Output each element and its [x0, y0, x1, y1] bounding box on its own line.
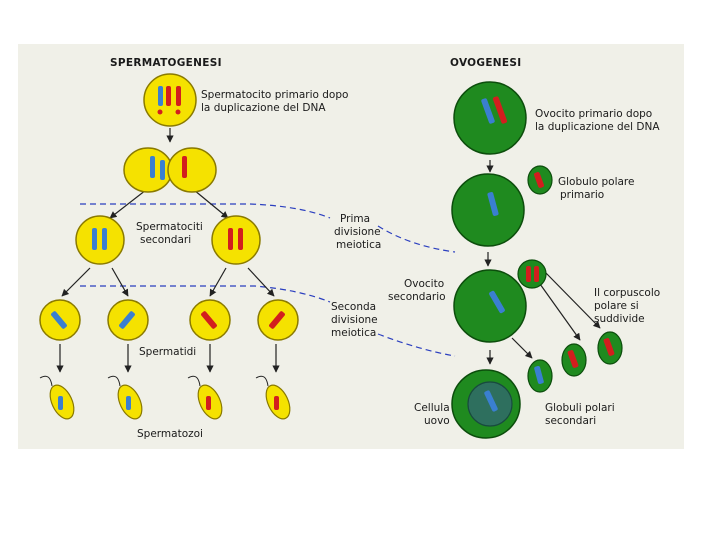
- label-primary-polar-body: Globulo polare primario: [558, 176, 638, 201]
- secondary-polar-bodies: [561, 331, 623, 377]
- label-spermatids: Spermatidi: [139, 346, 196, 358]
- label-first-division: Prima divisione meiotica: [334, 213, 384, 251]
- label-secondary-oocyte: Ovocito secondario: [388, 278, 447, 303]
- secondary-spermatocyte-left: [75, 215, 125, 265]
- spermatid-3: [189, 299, 231, 341]
- label-polar-body-divides: Il corpuscolo polare si suddivide: [594, 287, 664, 325]
- division-lines: [80, 203, 456, 357]
- primary-spermatocyte: [143, 73, 197, 127]
- label-spermatozoa: Spermatozoi: [137, 428, 203, 440]
- egg-arrows: [484, 160, 601, 365]
- primary-oocyte: [453, 81, 527, 155]
- heading-spermatogenesis: SPERMATOGENESI: [110, 57, 222, 69]
- label-secondary-spermatocytes: Spermatociti secondari: [136, 221, 206, 246]
- egg-cell: [451, 359, 553, 439]
- oocyte-with-polar-body: [451, 165, 553, 247]
- label-egg-cell: Cellula uovo: [414, 402, 453, 427]
- label-secondary-polar-bodies: Globuli polari secondari: [545, 402, 618, 427]
- label-second-division: Seconda divisione meiotica: [331, 301, 381, 339]
- label-primary-oocyte: Ovocito primario dopo la duplicazione de…: [535, 108, 660, 133]
- secondary-spermatocyte-right: [211, 215, 261, 265]
- spermatozoon-2: [107, 375, 143, 420]
- heading-oogenesis: OVOGENESI: [450, 57, 521, 69]
- diagram-panel: [18, 44, 684, 449]
- spermatozoon-4: [255, 375, 291, 420]
- spermatid-1: [39, 299, 81, 341]
- spermatid-4: [257, 299, 299, 341]
- dividing-spermatocyte: [123, 147, 217, 193]
- sperm-arrows: [56, 128, 280, 373]
- spermatozoon-1: [39, 375, 75, 420]
- spermatozoon-3: [187, 375, 223, 420]
- spermatid-2: [107, 299, 149, 341]
- secondary-oocyte: [453, 259, 547, 343]
- label-primary-spermatocyte: Spermatocito primario dopo la duplicazio…: [201, 89, 352, 114]
